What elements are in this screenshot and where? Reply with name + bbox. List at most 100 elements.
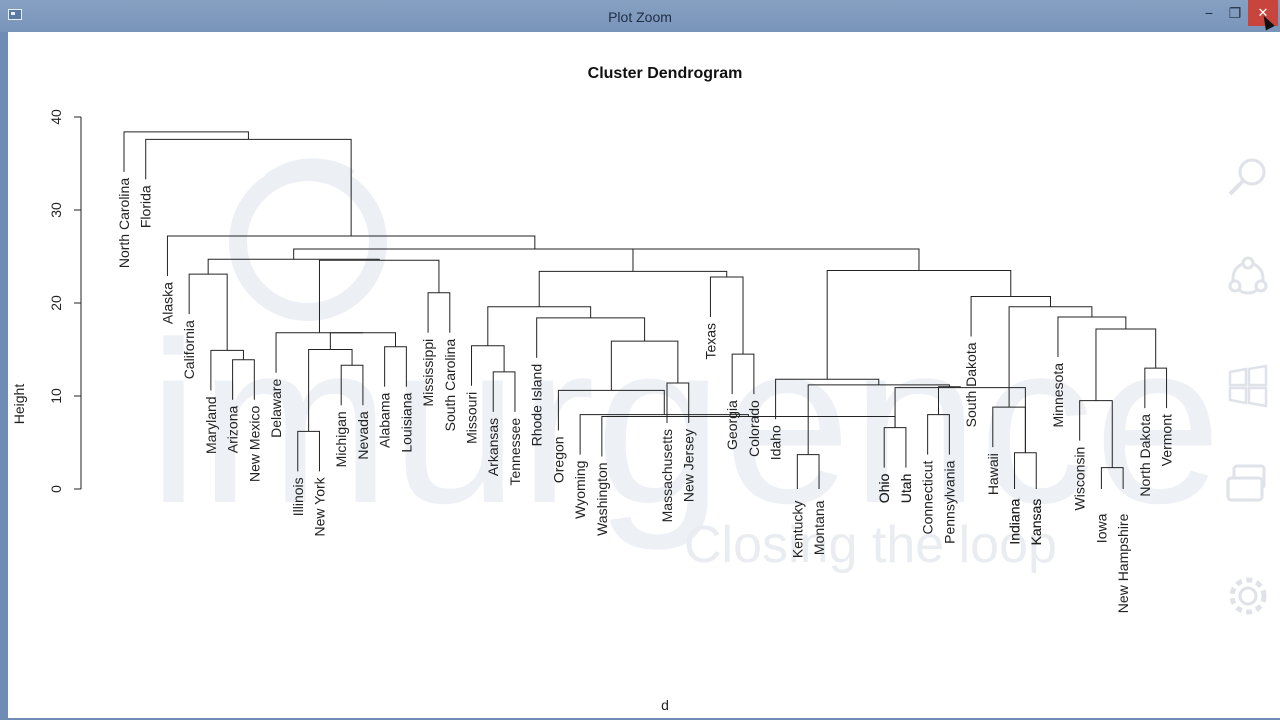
leaf-label: Wisconsin	[1072, 447, 1088, 511]
leaf-label: New Hampshire	[1115, 513, 1131, 613]
dendrogram-link	[1057, 316, 1127, 357]
leaf-label: Tennessee	[507, 418, 523, 486]
dendrogram-link	[894, 387, 1026, 453]
dendrogram-link	[796, 454, 820, 489]
x-axis-label: d	[661, 697, 669, 713]
maximize-button[interactable]: ❐	[1228, 5, 1242, 21]
y-tick-label: 40	[48, 109, 64, 125]
share-ring-icon[interactable]	[1224, 252, 1272, 300]
leaf-label: New Jersey	[681, 429, 697, 502]
leaf-label: Alaska	[159, 282, 175, 324]
leaf-label: Utah	[898, 474, 914, 504]
leaf-label: Arizona	[225, 406, 241, 454]
leaf-label: Kansas	[1028, 499, 1044, 546]
leaf-label: Mississippi	[420, 339, 436, 407]
dendrogram-link	[427, 292, 451, 333]
leaf-label: Florida	[138, 185, 154, 228]
dendrogram-link	[207, 258, 380, 275]
minimize-button[interactable]: −	[1204, 5, 1214, 21]
dendrogram-link	[538, 270, 728, 307]
leaf-label: Ohio	[876, 473, 892, 503]
leaf-labels: North Carolina FloridaAlaskaCaliforniaMar…	[116, 178, 1175, 614]
leaf-label: Minnesota	[1050, 363, 1066, 428]
dendrogram-link	[297, 430, 320, 472]
leaf-label: Louisiana	[398, 392, 414, 452]
dendrogram-link	[883, 427, 907, 468]
leaf-label: Alabama	[377, 393, 393, 448]
y-tick-label: 0	[48, 485, 64, 493]
dendrogram-chart: Cluster Dendrogram Height d 0 10 20 30 40 No…	[8, 32, 1175, 713]
dendrogram-link	[632, 248, 920, 272]
gear-icon[interactable]	[1224, 572, 1272, 620]
leaf-label: Nevada	[355, 411, 371, 459]
leaf-label: Arkansas	[485, 418, 501, 476]
leaf-label: South Dakota	[963, 342, 979, 427]
windows-logo-icon[interactable]	[1224, 362, 1272, 410]
dendrogram-link	[275, 332, 363, 373]
charm-bar	[1216, 152, 1276, 632]
dendrogram-link	[666, 382, 690, 423]
dendrogram-link	[992, 406, 1026, 453]
leaf-label: Texas	[702, 323, 718, 360]
leaf-label: Colorado	[746, 400, 762, 457]
dendrogram-link	[384, 346, 407, 387]
dendrogram-link	[826, 269, 1012, 380]
dendrogram-link	[970, 295, 1051, 337]
leaf-label: Maryland	[203, 396, 219, 454]
leaf-label: Kentucky	[789, 501, 805, 559]
leaf-label: Hawaii	[985, 453, 1001, 495]
leaf-label: Iowa	[1093, 513, 1109, 543]
leaf-label: North Dakota	[1137, 414, 1153, 497]
y-tick-label: 10	[48, 388, 64, 404]
leaf-label: Utah	[898, 474, 914, 504]
leaf-label: Indiana	[1007, 499, 1023, 545]
leaf-label: North Carolina	[116, 178, 132, 268]
leaf-label: Oregon	[550, 436, 566, 483]
leaf-label: Indiana	[1007, 499, 1023, 545]
magnifier-icon[interactable]	[1224, 152, 1272, 200]
leaf-label: Kansas	[1028, 499, 1044, 546]
leaf-label: South Carolina	[442, 339, 458, 432]
dendrogram-link	[318, 259, 440, 333]
leaf-label: Wyoming	[572, 461, 588, 519]
dendrogram-link	[492, 371, 516, 412]
dendrogram-link	[293, 248, 776, 260]
leaf-label: Massachusetts	[659, 429, 675, 522]
leaf-label: Vermont	[1159, 414, 1175, 466]
app-window-icon	[8, 9, 22, 20]
leaf-label: Pennsylvania	[941, 460, 957, 543]
dendrogram-link	[487, 306, 592, 346]
leaf-label: California	[181, 320, 197, 379]
chart-title: Cluster Dendrogram	[588, 65, 743, 82]
dendrogram-link	[188, 273, 228, 351]
leaf-label: Delaware	[268, 379, 284, 438]
y-tick-label: 20	[48, 295, 64, 311]
dendrogram-link	[340, 364, 364, 406]
leaf-label: Ohio	[876, 473, 892, 503]
plot-area: imurgence Closing the loop Cluster Dendr…	[8, 32, 1280, 718]
leaf-label: Illinois	[290, 477, 306, 516]
leaf-label: Washington	[594, 462, 610, 535]
dendrogram-branches	[123, 131, 1168, 489]
leaf-label: Missouri	[464, 392, 480, 444]
dendrogram-link	[1095, 328, 1157, 401]
leaf-label: New York	[311, 476, 327, 536]
dendrogram-link	[807, 384, 950, 455]
leaf-label: Connecticut	[920, 460, 936, 534]
dendrogram-link	[471, 345, 505, 386]
y-axis: 0 10 20 30 40	[48, 109, 82, 493]
dendrogram-link	[536, 317, 646, 358]
devices-icon[interactable]	[1224, 460, 1272, 508]
dendrogram-link	[210, 349, 244, 391]
dendrogram-link	[731, 353, 755, 395]
y-tick-label: 30	[48, 202, 64, 218]
leaf-label: Idaho	[768, 425, 784, 460]
dendrogram-link	[232, 359, 255, 400]
dendrogram-link	[1100, 467, 1124, 489]
dendrogram-link	[938, 386, 961, 415]
dendrogram-link	[123, 131, 249, 172]
dendrogram-link	[1144, 367, 1168, 409]
close-button[interactable]: ✕	[1248, 0, 1278, 26]
y-axis-label: Height	[11, 384, 27, 425]
leaf-label: Georgia	[724, 400, 740, 450]
